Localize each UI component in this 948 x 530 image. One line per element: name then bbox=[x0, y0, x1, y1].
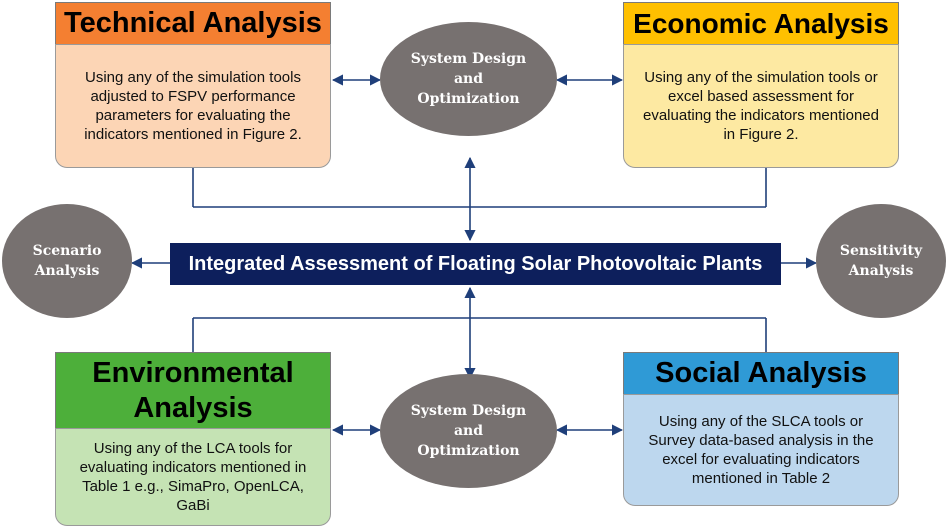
social-header: Social Analysis bbox=[623, 352, 899, 394]
sensitivity-ellipse: Sensitivity Analysis bbox=[816, 204, 946, 318]
social-body: Using any of the SLCA tools or Survey da… bbox=[623, 394, 899, 506]
integrated-assessment-title: Integrated Assessment of Floating Solar … bbox=[188, 252, 763, 275]
social-description: Using any of the SLCA tools or Survey da… bbox=[648, 412, 874, 488]
technical-description: Using any of the simulation tools adjust… bbox=[84, 68, 302, 144]
technical-body: Using any of the simulation tools adjust… bbox=[55, 44, 331, 168]
system-design-bottom-ellipse: System Design and Optimization bbox=[380, 374, 557, 488]
system-design-top-ellipse: System Design and Optimization bbox=[380, 22, 557, 136]
economic-title: Economic Analysis bbox=[633, 7, 889, 39]
environmental-header: Environmental Analysis bbox=[55, 352, 331, 428]
system-design-top-label: System Design and Optimization bbox=[410, 50, 527, 108]
economic-description: Using any of the simulation tools or exc… bbox=[643, 68, 879, 144]
system-design-bottom-label: System Design and Optimization bbox=[410, 402, 527, 460]
technical-title: Technical Analysis bbox=[64, 7, 322, 39]
integrated-assessment-bar: Integrated Assessment of Floating Solar … bbox=[170, 243, 781, 285]
economic-body: Using any of the simulation tools or exc… bbox=[623, 44, 899, 168]
technical-header: Technical Analysis bbox=[55, 2, 331, 44]
environmental-description: Using any of the LCA tools for evaluatin… bbox=[79, 439, 307, 515]
social-title: Social Analysis bbox=[655, 357, 867, 389]
environmental-title: Environmental Analysis bbox=[92, 356, 294, 424]
scenario-ellipse: Scenario Analysis bbox=[2, 204, 132, 318]
environmental-body: Using any of the LCA tools for evaluatin… bbox=[55, 428, 331, 526]
scenario-label: Scenario Analysis bbox=[32, 242, 102, 279]
sensitivity-label: Sensitivity Analysis bbox=[839, 242, 923, 279]
economic-header: Economic Analysis bbox=[623, 2, 899, 44]
